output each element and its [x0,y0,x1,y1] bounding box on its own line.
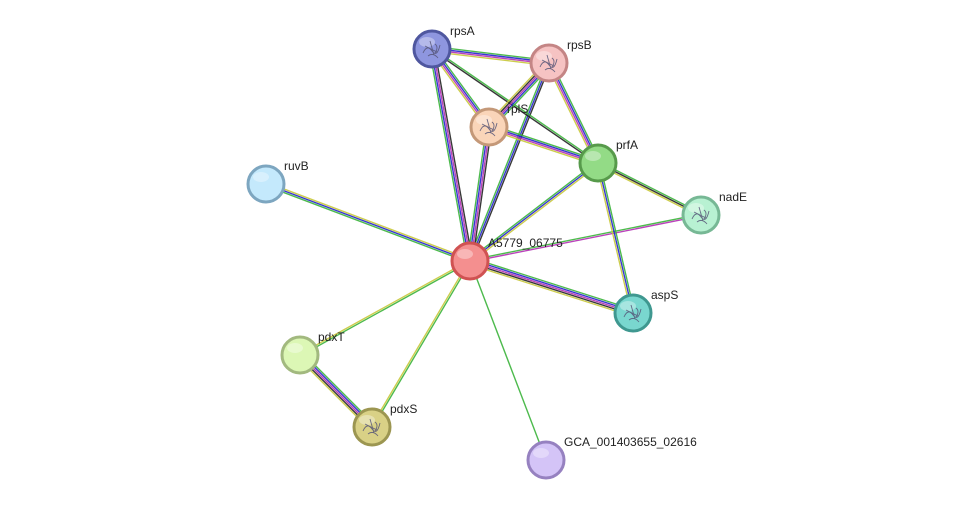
protein-structure-icon [479,118,498,137]
edge-a5779-06775-rpls[interactable] [466,126,493,262]
node-circle[interactable] [280,335,320,375]
nodes-layer: A5779_06775 rpsA rpsB rplS prfA nadE ruvB aspS p… [246,24,747,480]
node-label: GCA_001403655_02616 [564,435,697,449]
edge-evidence-line [433,48,474,261]
node-highlight [253,172,269,182]
edge-prfa-asps[interactable] [595,162,636,314]
edge-evidence-line [467,62,549,261]
edge-evidence-line [432,47,550,63]
edge-evidence-line [469,260,547,461]
protein-structure-icon [691,206,710,225]
edge-evidence-line [299,259,470,355]
edge-evidence-line [428,49,469,262]
node-pdxs[interactable]: pdxS [352,402,417,447]
node-label: A5779_06775 [488,236,563,250]
edge-evidence-line [468,161,598,261]
node-circle[interactable] [450,241,490,281]
protein-structure-icon [539,54,558,73]
node-circle[interactable] [526,440,566,480]
protein-structure-icon [623,304,642,323]
node-label: rpsA [450,24,475,38]
edge-evidence-line [470,257,635,311]
edge-a5779-06775-ruvb[interactable] [265,181,471,264]
protein-structure-icon [422,40,441,59]
edge-evidence-line [469,260,634,314]
edge-rpsa-rpsb[interactable] [431,45,550,67]
node-label: rplS [507,102,528,116]
edge-evidence-line [598,162,636,313]
node-highlight [287,343,303,353]
node-highlight [536,51,552,61]
node-label: ruvB [284,159,309,173]
node-gca-001403655-02616[interactable]: GCA_001403655_02616 [526,435,697,480]
node-label: pdxS [390,402,417,416]
node-label: nadE [719,190,747,204]
edge-evidence-line [471,127,493,262]
edge-evidence-line [468,126,489,261]
node-highlight [620,301,636,311]
edge-evidence-line [470,63,552,262]
node-highlight [457,249,473,259]
node-label: prfA [616,138,638,152]
edge-evidence-line [431,49,549,65]
node-rpls[interactable]: rplS [469,102,528,147]
edge-a5779-06775-rpsa[interactable] [428,48,474,262]
edge-evidence-line [432,48,472,261]
edge-a5779-06775-prfa[interactable] [468,161,600,263]
edge-evidence-line [372,261,472,428]
edge-evidence-line [432,47,599,163]
node-ruvb[interactable]: ruvB [246,159,309,204]
edge-evidence-line [468,263,633,317]
node-label: pdxT [318,330,345,344]
node-circle[interactable] [578,143,618,183]
edge-evidence-line [469,213,701,261]
edge-evidence-line [300,261,471,357]
edge-evidence-line [432,45,550,62]
node-highlight [533,448,549,458]
edge-evidence-line [469,62,550,262]
edge-evidence-line [266,181,471,261]
node-prfa[interactable]: prfA [578,138,638,183]
edge-a5779-06775-asps[interactable] [468,257,635,317]
node-asps[interactable]: aspS [613,288,678,333]
node-highlight [419,37,435,47]
edge-a5779-06775-pdxt[interactable] [299,259,471,357]
node-highlight [476,115,492,125]
edge-a5779-06775-nade[interactable] [469,213,702,263]
node-highlight [688,203,704,213]
edge-evidence-line [265,184,470,264]
edge-evidence-line [470,127,491,262]
node-label: rpsB [567,38,592,52]
edge-evidence-line [470,163,600,263]
edge-a5779-06775-rpsb[interactable] [467,62,552,262]
edge-a5779-06775-pdxs[interactable] [370,260,472,428]
node-rpsa[interactable]: rpsA [412,24,475,69]
node-a5779-06775[interactable]: A5779_06775 [450,236,563,281]
edge-evidence-line [430,49,470,262]
node-pdxt[interactable]: pdxT [280,330,345,375]
edge-evidence-line [370,260,470,427]
node-highlight [359,415,375,425]
edge-evidence-line [431,50,549,67]
node-circle[interactable] [246,164,286,204]
edge-a5779-06775-gca-001403655-02616[interactable] [469,260,547,461]
edge-evidence-line [469,162,599,262]
node-nade[interactable]: nadE [681,190,747,235]
edge-evidence-line [595,163,633,314]
edge-rpsa-prfa[interactable] [431,47,599,165]
node-highlight [585,151,601,161]
edge-evidence-line [265,183,471,262]
edge-evidence-line [470,258,634,313]
edge-evidence-line [597,162,634,314]
node-label: aspS [651,288,678,302]
edge-evidence-line [431,49,598,165]
protein-structure-icon [362,418,381,437]
edge-evidence-line [470,215,702,263]
edge-evidence-line [466,126,488,261]
node-rpsb[interactable]: rpsB [529,38,592,83]
edge-evidence-line [469,261,633,316]
